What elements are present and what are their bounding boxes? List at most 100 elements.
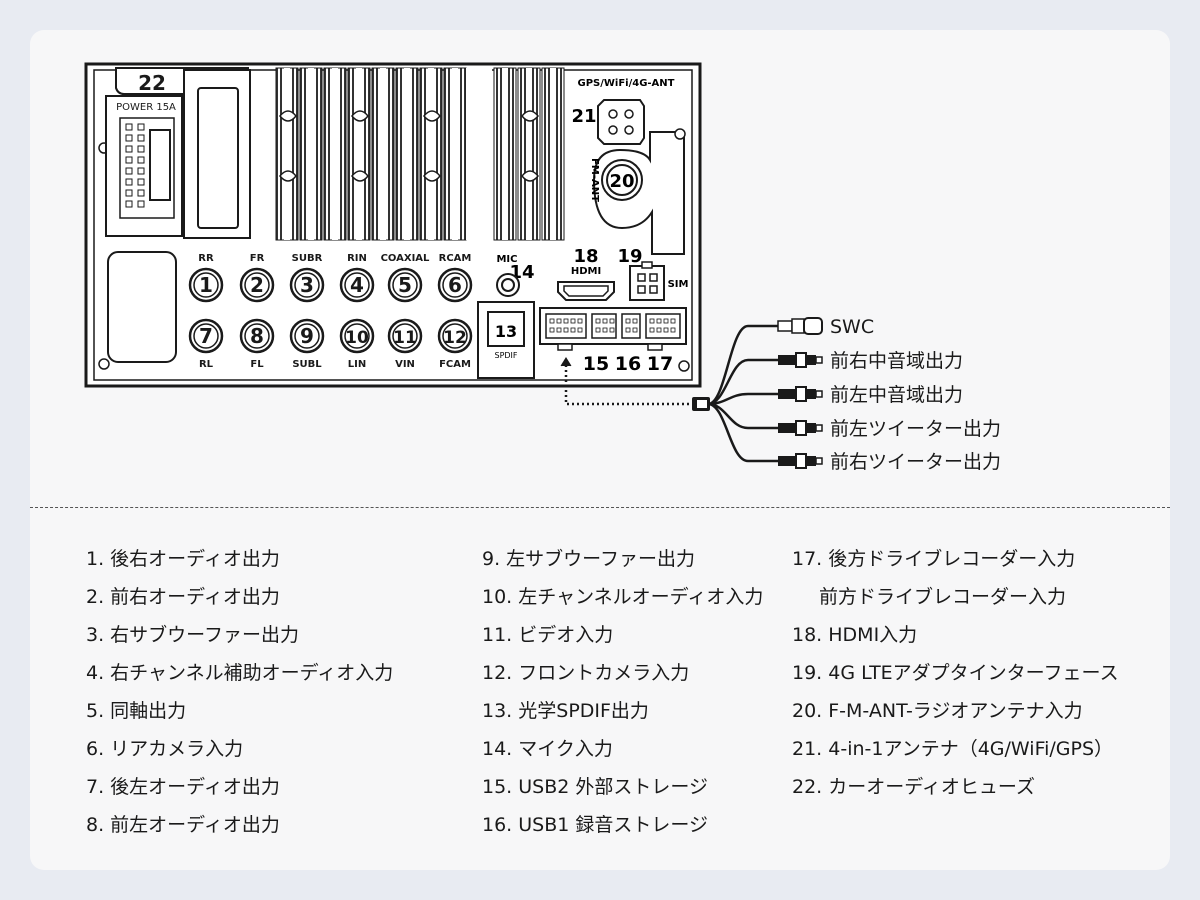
legend-item-12: 12. フロントカメラ入力 [482,662,690,684]
heatsink-fin [541,67,565,241]
power-connector-block: 22 POWER 15A [105,67,251,239]
sim-port: 19 SIM [617,246,688,301]
heatsink-fin [371,67,395,241]
usb-pin [577,327,583,333]
power-pin [125,123,133,131]
rca-number: 3 [300,273,314,297]
hdmi-port: 18 HDMI [557,246,615,301]
legend-item-3: 3. 右サブウーファー出力 [86,624,300,646]
power-pin [125,189,133,197]
fm-antenna-port: 20 FM-ANT [589,128,686,255]
legend-item-13: 13. 光学SPDIF出力 [482,700,649,722]
power-pin [125,200,133,208]
power-pin [137,134,145,142]
rca-number: 6 [448,273,462,297]
usb-pin [656,318,662,324]
legend-item-16: 16. USB1 録音ストレージ [482,814,709,836]
gps-label: GPS/WiFi/4G-ANT [577,78,674,89]
heatsink-fin [419,67,443,241]
rca-jack-2: 2FR [239,253,275,303]
legend-item-6: 6. リアカメラ入力 [86,738,244,760]
swc-cable: SWC [707,316,874,406]
usb-pin [556,327,562,333]
heatsink-fin [517,67,541,241]
legend-item-20: 20. F-M-ANT-ラジオアンテナ入力 [792,700,1083,722]
legend-item-22: 22. カーオーディオヒューズ [792,776,1035,798]
usb-pin [649,327,655,333]
heatsink-fin [275,67,299,241]
power-pin [137,156,145,164]
legend-item-9: 9. 左サブウーファー出力 [482,548,696,570]
hdmi-label: HDMI [571,266,601,277]
power-pin [137,123,145,131]
rca-jack-group: 1RR2FR3SUBR4RIN5COAXIAL6RCAM7RL8FL9SUBL1… [188,253,473,370]
blank-plate [107,251,177,363]
usb-pin [670,327,676,333]
power-pin [137,200,145,208]
cable-label: 前右ツイーター出力 [830,451,1001,473]
rca-jack-7: 7RL [188,318,224,370]
power-pin [125,156,133,164]
rca-label: SUBL [292,359,322,370]
rca-jack-3: 3 SUBR [289,253,325,303]
cable-label: 前右中音域出力 [830,350,963,372]
rca-number: 4 [350,273,364,297]
legend-item-17-sub: 前方ドライブレコーダー入力 [800,586,1067,608]
usb-pin [595,327,601,333]
legend-item-7: 7. 後左オーディオ出力 [86,776,280,798]
usb-pin [656,327,662,333]
mic-jack: MIC 14 [496,254,535,297]
legend-item-18: 18. HDMI入力 [792,624,918,646]
rca-jack-6: 6 RCAM [437,253,473,303]
rca-label: LIN [348,359,366,370]
legend-item-14: 14. マイク入力 [482,738,613,760]
cable-label: 前左中音域出力 [830,384,963,406]
rca-number: 12 [443,328,467,348]
legend-item-21: 21. 4-in-1アンテナ（4G/WiFi/GPS） [792,738,1114,760]
power-pin [125,167,133,175]
usb-header-block: 15 16 17 [539,307,687,375]
spdif-port: 13 SPDIF [477,301,535,379]
fm-number: 20 [609,171,634,192]
rca-label: SUBR [292,253,323,264]
heatsink-fin [323,67,347,241]
fuse-number: 22 [138,71,166,95]
power-pin [125,178,133,186]
spdif-number: 13 [495,322,517,341]
cable-label: 前左ツイーター出力 [830,418,1001,440]
rca-number: 7 [199,324,213,348]
usb-pin [670,318,676,324]
usb-pin [602,318,608,324]
legend-item-15: 15. USB2 外部ストレージ [482,776,709,798]
power-pin [137,167,145,175]
usb-pin [602,327,608,333]
gps-antenna-port: GPS/WiFi/4G-ANT 21 [571,78,675,145]
usb-number-15: 15 [583,353,609,375]
heatsink-fin [299,67,323,241]
rca-label: RCAM [439,253,472,264]
heatsink-fin [395,67,419,241]
usb-pin [563,318,569,324]
usb-pin [549,318,555,324]
rca-label: FL [250,359,264,370]
usb-pin [549,327,555,333]
legend-item-1: 1. 後右オーディオ出力 [86,548,280,570]
heatsink [275,67,565,241]
usb-pin [625,318,631,324]
section-divider [30,507,1170,508]
rca-cable: 前左中音域出力 [707,384,963,406]
usb-pin [625,327,631,333]
cable-label: SWC [830,316,874,338]
power-pin [137,178,145,186]
power-pin [137,145,145,153]
usb-pin [632,318,638,324]
heatsink-fin [443,67,467,241]
power-label: POWER 15A [116,102,176,113]
rca-label: COAXIAL [381,253,430,264]
hdmi-number: 18 [573,246,598,267]
rca-number: 8 [250,324,264,348]
legend-item-8: 8. 前左オーディオ出力 [86,814,280,836]
